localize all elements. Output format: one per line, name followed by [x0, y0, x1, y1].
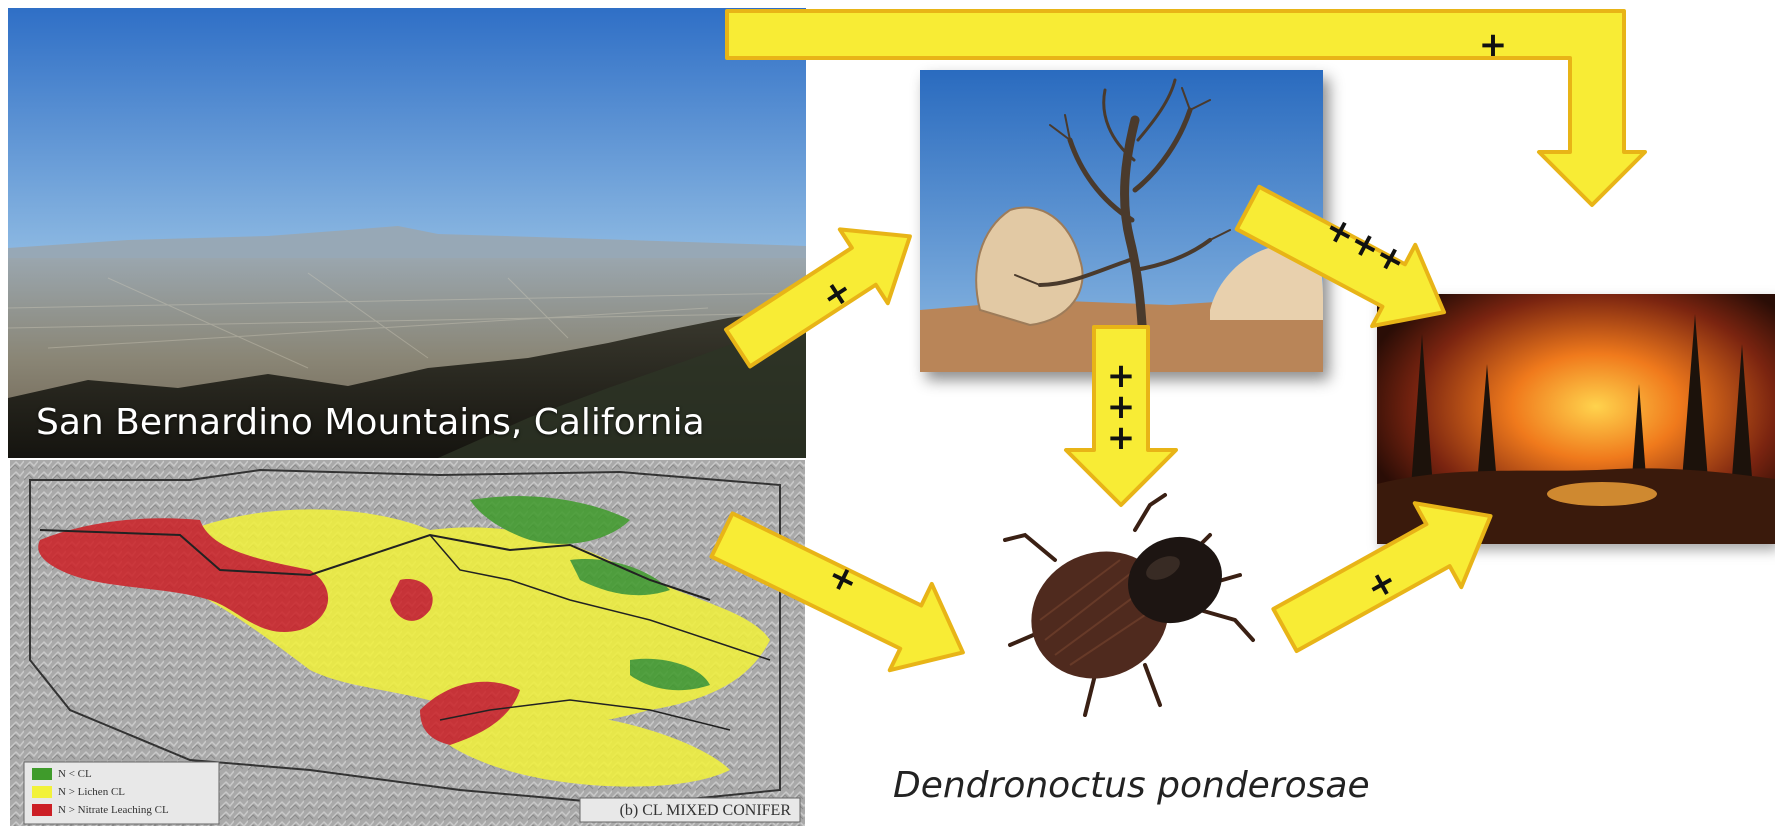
tree-to-fire-arrow: [1226, 167, 1465, 352]
top-bar-arrow: [727, 11, 1645, 205]
top-bar-arrow-label: +: [1479, 25, 1508, 65]
tree-to-beetle-arrow-label-3: +: [1107, 418, 1136, 458]
